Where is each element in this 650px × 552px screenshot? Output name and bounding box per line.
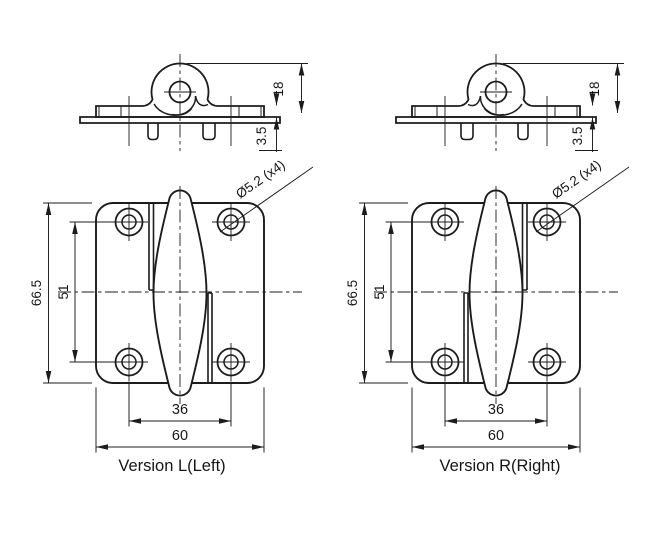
top-view-left: [79, 53, 281, 152]
front-view-left: [57, 185, 303, 405]
view-version-left: 18 3.5 66.5 51 36 60 Ø5.2 (x4) Version L…: [29, 53, 313, 475]
dim-knuckle-height-left: 18: [271, 81, 286, 96]
dim-plate-thickness-left: 3.5: [254, 127, 269, 146]
dim-plate-thickness-right: 3.5: [570, 127, 585, 146]
caption-version-right: Version R(Right): [439, 457, 560, 475]
front-view-right: [373, 185, 619, 405]
dim-overall-width-left: 60: [172, 428, 188, 444]
hole-callout-right: Ø5.2 (x4): [549, 157, 604, 202]
dim-hole-pitch-vertical-right: 51: [372, 284, 387, 299]
dim-knuckle-height-right: 18: [587, 81, 602, 96]
view-version-right: 18 3.5 66.5 51 36 60 Ø5.2 (x4) Version R…: [345, 53, 629, 475]
dim-hole-pitch-vertical-left: 51: [56, 284, 71, 299]
dim-overall-width-right: 60: [488, 428, 504, 444]
dim-hole-pitch-horizontal-left: 36: [172, 402, 188, 418]
dim-hole-pitch-horizontal-right: 36: [488, 402, 504, 418]
dim-overall-height-left: 66.5: [29, 280, 44, 306]
top-view-right: [395, 53, 597, 152]
caption-version-left: Version L(Left): [118, 457, 225, 475]
dim-overall-height-right: 66.5: [345, 280, 360, 306]
hole-callout-left: Ø5.2 (x4): [233, 157, 288, 202]
